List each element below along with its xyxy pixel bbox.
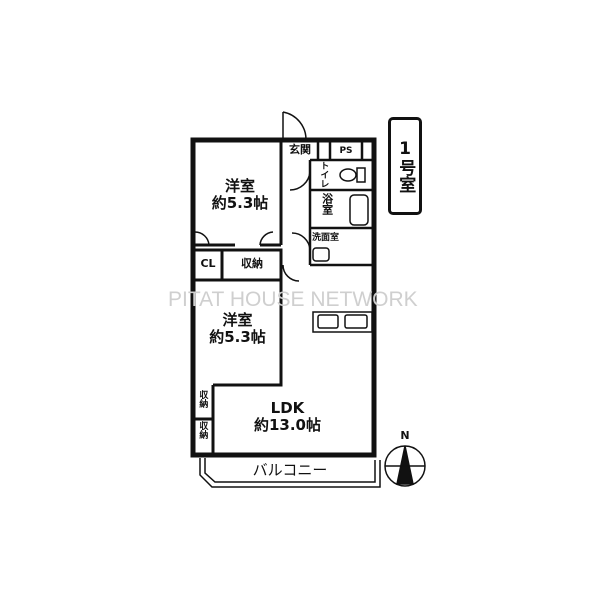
wall-closet xyxy=(193,248,283,282)
wall-room2 xyxy=(213,280,283,387)
ldk-name: LDK xyxy=(270,399,305,417)
closet-label: CL xyxy=(200,257,216,270)
wall-wet xyxy=(308,142,372,267)
room2-size: 約5.3帖 xyxy=(209,328,266,347)
small-storage-1-label: 収納 xyxy=(197,390,208,408)
small-storage-2-label: 収納 xyxy=(197,421,208,439)
outer-wall xyxy=(190,137,377,458)
toilet-label: トイレ xyxy=(318,161,329,188)
room2-label: 洋室 約5.3帖 xyxy=(205,311,270,347)
wall-small-storage xyxy=(193,385,215,455)
door-ldk xyxy=(282,264,300,282)
ldk-size: 約13.0帖 xyxy=(253,416,321,435)
unit-number: 1 xyxy=(399,138,411,159)
door-toilet xyxy=(289,171,311,191)
door-wash xyxy=(291,232,311,251)
storage-label: 収納 xyxy=(241,257,263,270)
compass-north-label: N xyxy=(400,429,410,442)
kitchen-counter xyxy=(312,311,373,333)
room1-name: 洋室 xyxy=(224,177,255,195)
room1-label: 洋室 約5.3帖 xyxy=(210,177,270,213)
entrance-label: 玄関 xyxy=(289,143,311,156)
unit-number-label: 1 号室 xyxy=(388,117,422,215)
room1-size: 約5.3帖 xyxy=(211,194,269,213)
bathroom-label: 浴室 xyxy=(320,193,334,215)
ps-label: PS xyxy=(339,146,353,156)
room2-name: 洋室 xyxy=(222,311,253,329)
watermark: PITAT HOUSE NETWORK xyxy=(168,288,418,311)
toilet-fixture xyxy=(339,168,357,182)
washroom-label: 洗面室 xyxy=(312,233,340,243)
wall-room1 xyxy=(193,140,283,247)
balcony-label: バルコニー xyxy=(252,461,328,479)
entrance-door xyxy=(282,111,307,141)
compass-needle xyxy=(396,445,414,485)
door-room1 xyxy=(194,231,274,246)
wash-basin xyxy=(312,247,330,262)
balcony-outline xyxy=(199,458,381,488)
unit-text: 号室 xyxy=(395,159,416,194)
ldk-label: LDK 約13.0帖 xyxy=(250,399,325,435)
bathtub xyxy=(349,194,369,226)
